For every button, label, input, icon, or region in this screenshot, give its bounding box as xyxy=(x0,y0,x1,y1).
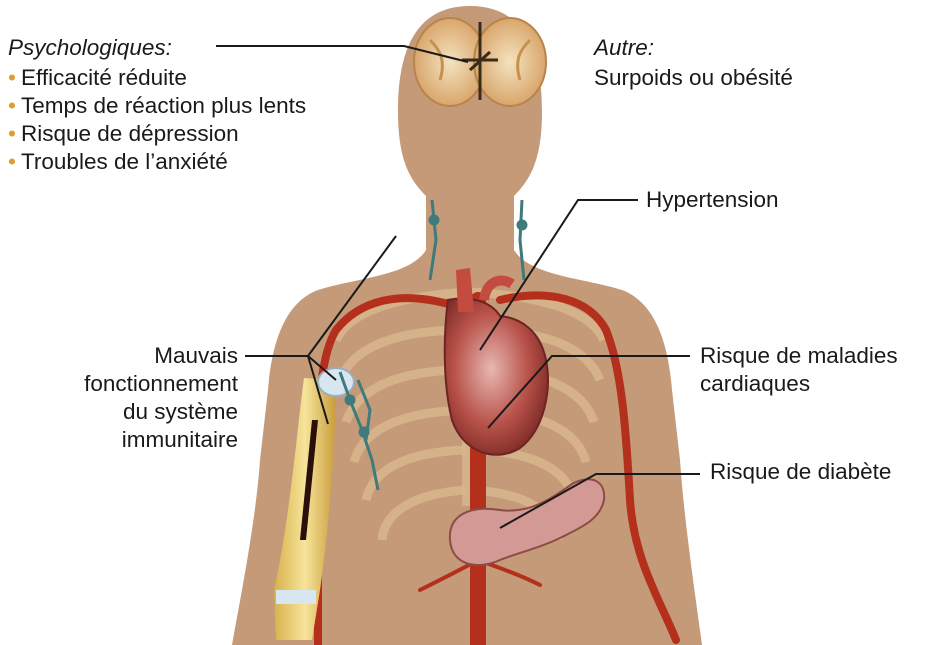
psychological-list: •Efficacité réduite •Temps de réaction p… xyxy=(8,64,306,176)
immune-label-line4: immunitaire xyxy=(122,426,238,454)
bullet: • xyxy=(8,64,21,92)
other-title: Autre: xyxy=(594,34,654,62)
diabetes-label: Risque de diabète xyxy=(710,458,891,486)
bullet: • xyxy=(8,148,21,176)
list-item: •Efficacité réduite xyxy=(8,64,306,92)
psychological-title: Psychologiques: xyxy=(8,34,172,62)
brain-image xyxy=(414,18,546,106)
bullet: • xyxy=(8,92,21,120)
heart-disease-label-line1: Risque de maladies xyxy=(700,342,898,370)
immune-label-line3: du système xyxy=(123,398,238,426)
immune-label-line2: fonctionnement xyxy=(84,370,238,398)
heart-disease-label-line2: cardiaques xyxy=(700,370,810,398)
list-item: •Temps de réaction plus lents xyxy=(8,92,306,120)
hypertension-label: Hypertension xyxy=(646,186,779,214)
immune-label-line1: Mauvais xyxy=(154,342,238,370)
list-item: •Troubles de l’anxiété xyxy=(8,148,306,176)
bullet: • xyxy=(8,120,21,148)
list-item: •Risque de dépression xyxy=(8,120,306,148)
other-value: Surpoids ou obésité xyxy=(594,64,793,92)
